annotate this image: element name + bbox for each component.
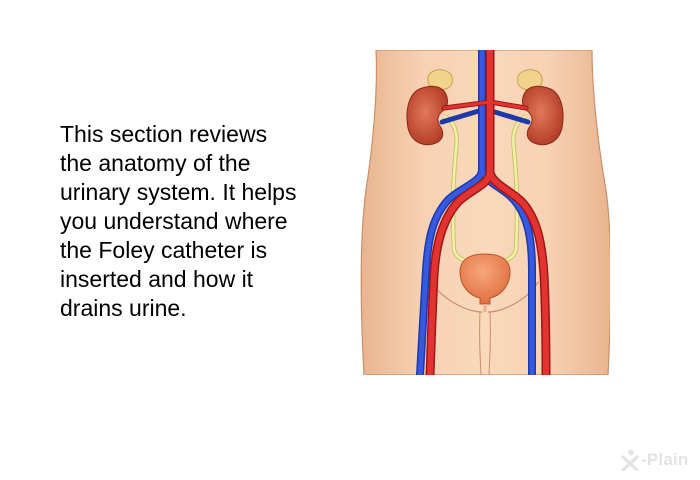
bladder [459,253,511,305]
right-kidney [522,85,564,146]
xplain-logo: -Plain [620,447,689,473]
x-mark-icon [621,449,639,471]
leg-gap-line [479,311,491,375]
artery-system [425,50,551,375]
intro-paragraph: This section reviews the anatomy of the … [60,121,297,321]
logo-text: -Plain [641,450,689,469]
urinary-system-illustration [360,50,610,375]
left-kidney [406,85,448,146]
